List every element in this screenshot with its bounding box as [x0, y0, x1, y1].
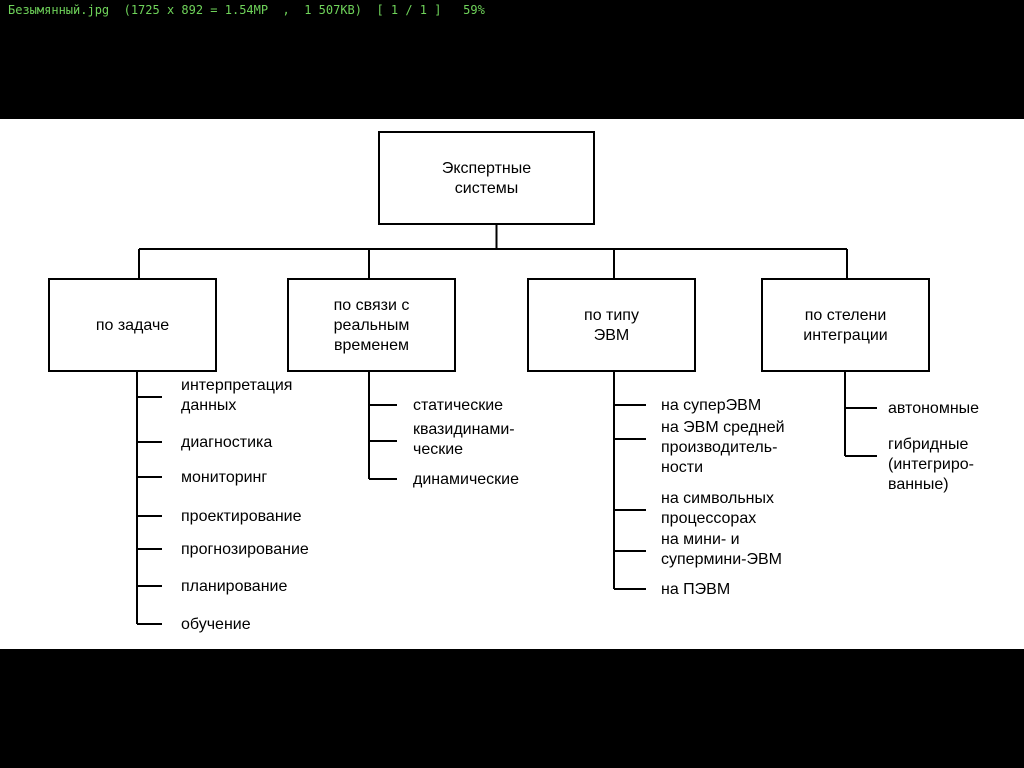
- item-label-3-5: на ПЭВМ: [661, 581, 730, 598]
- item-label-3-2-line: производитель-: [661, 439, 777, 456]
- item-label-1-1: интерпретация данных: [181, 377, 292, 414]
- item-label-2-3-line: динамические: [413, 471, 519, 488]
- viewer-status-text: Безымянный.jpg (1725 x 892 = 1.54MP , 1 …: [8, 3, 485, 17]
- item-label-4-2-line: гибридные: [888, 436, 968, 453]
- category-label-2-line: временем: [334, 337, 409, 354]
- item-label-1-3-line: мониторинг: [181, 469, 267, 486]
- category-label-2: по связи с реальным временем: [334, 297, 410, 354]
- item-label-1-6: планирование: [181, 578, 287, 595]
- category-label-1-line: по задаче: [96, 317, 169, 334]
- item-label-1-5-line: прогнозирование: [181, 541, 309, 558]
- category-label-4-line: по стелени: [805, 307, 887, 324]
- category-label-4: по стелени интеграции: [803, 307, 888, 344]
- item-label-1-3: мониторинг: [181, 469, 267, 486]
- item-label-1-4: проектирование: [181, 508, 302, 525]
- category-box-3: [527, 278, 696, 372]
- item-label-4-1: автономные: [888, 400, 979, 417]
- image-canvas: Экспертные системы по задаче интерпретация д…: [0, 119, 1024, 649]
- item-label-3-2: на ЭВМ средней производитель-ности: [661, 419, 785, 476]
- category-label-3-line: по типу: [584, 307, 639, 324]
- item-label-3-3: на символьных процессорах: [661, 490, 774, 527]
- root-label-line: системы: [455, 180, 518, 197]
- item-label-3-1: на суперЭВМ: [661, 397, 761, 414]
- item-label-2-2-line: ческие: [413, 441, 463, 458]
- item-label-4-2-line: ванные): [888, 476, 949, 493]
- item-label-3-3-line: на символьных: [661, 490, 774, 507]
- item-label-3-3-line: процессорах: [661, 510, 756, 527]
- item-label-3-1-line: на суперЭВМ: [661, 397, 761, 414]
- category-box-1: [48, 278, 217, 372]
- item-label-3-4-line: супермини-ЭВМ: [661, 551, 782, 568]
- item-label-3-4: на мини- и супермини-ЭВМ: [661, 531, 782, 568]
- category-label-2-line: по связи с: [334, 297, 410, 314]
- category-label-4-line: интеграции: [803, 327, 888, 344]
- item-label-1-7: обучение: [181, 616, 251, 633]
- expert-systems-diagram: Экспертные системы по задаче интерпретация д…: [48, 131, 979, 633]
- item-label-2-3: динамические: [413, 471, 519, 488]
- category-box-4: [761, 278, 930, 372]
- item-label-1-4-line: проектирование: [181, 508, 302, 525]
- root-label: Экспертные системы: [442, 160, 531, 197]
- item-label-2-1: статические: [413, 397, 503, 414]
- item-label-1-7-line: обучение: [181, 616, 251, 633]
- category-label-2-line: реальным: [334, 317, 410, 334]
- item-label-4-1-line: автономные: [888, 400, 979, 417]
- item-label-2-1-line: статические: [413, 397, 503, 414]
- item-label-3-2-line: ности: [661, 459, 703, 476]
- item-label-3-2-line: на ЭВМ средней: [661, 419, 785, 436]
- item-label-3-4-line: на мини- и: [661, 531, 740, 548]
- item-label-4-2: гибридные (интегриро-ванные): [888, 436, 974, 493]
- item-label-2-2: квазидинами-ческие: [413, 421, 515, 458]
- item-label-1-2: диагностика: [181, 434, 272, 451]
- category-label-3-line: ЭВМ: [594, 327, 630, 344]
- root-box: [378, 131, 595, 225]
- root-label-line: Экспертные: [442, 160, 531, 177]
- item-label-1-6-line: планирование: [181, 578, 287, 595]
- category-label-1: по задаче: [96, 317, 169, 334]
- item-label-2-2-line: квазидинами-: [413, 421, 515, 438]
- item-label-1-1-line: данных: [181, 397, 236, 414]
- item-label-3-5-line: на ПЭВМ: [661, 581, 730, 598]
- category-box-2: [287, 278, 456, 372]
- item-label-1-2-line: диагностика: [181, 434, 272, 451]
- item-label-1-1-line: интерпретация: [181, 377, 292, 394]
- item-label-4-2-line: (интегриро-: [888, 456, 974, 473]
- item-label-1-5: прогнозирование: [181, 541, 309, 558]
